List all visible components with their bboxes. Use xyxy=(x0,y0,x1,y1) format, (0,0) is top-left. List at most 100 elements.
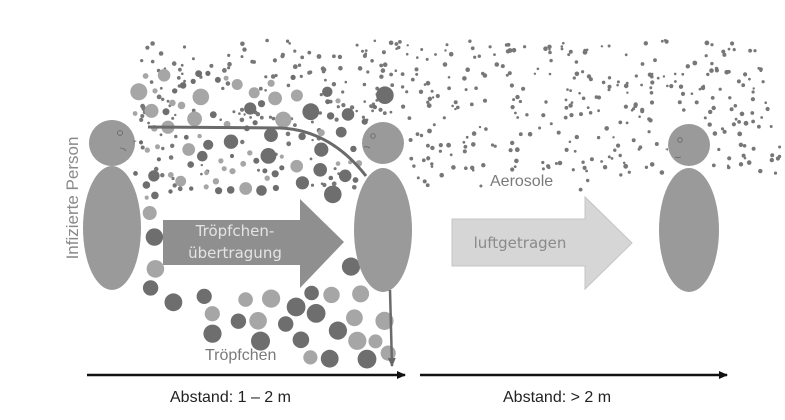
aerosol-dot xyxy=(602,165,608,170)
aerosols-label: Aerosole xyxy=(490,173,554,190)
aerosol-dot xyxy=(722,129,727,134)
droplet-dot xyxy=(240,160,247,167)
aerosol-dot xyxy=(191,108,196,113)
aerosol-dot xyxy=(464,88,468,92)
aerosol-dot xyxy=(430,145,435,151)
aerosol-dot xyxy=(633,102,638,107)
aerosol-dot xyxy=(140,59,144,63)
aerosol-dot xyxy=(405,52,409,56)
aerosol-dot xyxy=(761,80,765,84)
aerosol-dot xyxy=(582,49,588,55)
aerosol-dot xyxy=(730,41,735,46)
aerosol-dot xyxy=(758,168,763,174)
aerosol-dot xyxy=(445,43,449,47)
aerosol-dot xyxy=(706,72,710,77)
aerosol-dot xyxy=(364,52,368,56)
droplet-dot xyxy=(167,172,174,178)
aerosol-dot xyxy=(221,86,225,91)
aerosol-dot xyxy=(320,66,326,71)
aerosol-dot xyxy=(482,73,488,78)
aerosol-dot xyxy=(597,95,601,100)
aerosol-dot xyxy=(462,149,467,154)
droplet-dot xyxy=(361,118,368,125)
aerosol-cloud xyxy=(139,38,782,192)
aerosol-dot xyxy=(619,173,623,177)
aerosol-dot xyxy=(726,165,731,170)
aerosol-dot xyxy=(258,86,263,91)
aerosol-dot xyxy=(257,168,260,172)
aerosol-dot xyxy=(395,47,398,50)
droplet-dot xyxy=(197,133,202,139)
aerosol-dot xyxy=(770,153,775,158)
droplet-dot xyxy=(272,184,279,192)
droplet-dot xyxy=(130,83,148,101)
droplet-trajectory-line xyxy=(147,125,368,177)
aerosol-dot xyxy=(280,54,285,59)
aerosol-dot xyxy=(225,81,231,86)
aerosol-dot xyxy=(610,157,614,160)
aerosol-dot xyxy=(171,116,175,120)
aerosol-dot xyxy=(265,38,269,43)
aerosol-dot xyxy=(158,51,164,56)
aerosol-dot xyxy=(344,80,348,84)
aerosol-dot xyxy=(415,72,419,76)
aerosol-dot xyxy=(685,64,690,69)
aerosol-dot xyxy=(569,113,574,118)
aerosol-dot xyxy=(738,142,744,147)
aerosol-dot xyxy=(778,145,782,149)
droplet-dot xyxy=(256,185,267,196)
aerosol-dot xyxy=(177,186,183,192)
aerosol-dot xyxy=(600,45,604,48)
aerosol-dot xyxy=(743,120,749,126)
aerosol-dot xyxy=(673,72,677,76)
aerosol-dot xyxy=(426,143,430,148)
aerosol-dot xyxy=(400,72,405,76)
aerosol-dot xyxy=(447,76,451,79)
aerosol-dot xyxy=(371,109,374,113)
aerosol-dot xyxy=(753,49,757,53)
droplet-dot xyxy=(313,163,328,177)
aerosol-dot xyxy=(737,120,741,124)
aerosol-dot xyxy=(588,111,593,115)
aerosol-dot xyxy=(574,71,580,77)
droplet-dot xyxy=(148,170,160,182)
aerosol-dot xyxy=(182,45,187,49)
aerosol-dot xyxy=(512,98,516,102)
droplet-dot xyxy=(229,168,236,175)
aerosol-dot xyxy=(493,53,496,56)
aerosol-dot xyxy=(465,135,469,139)
aerosol-dot xyxy=(161,146,165,151)
aerosol-dot xyxy=(656,76,660,80)
droplet-dot xyxy=(179,82,187,89)
aerosol-dot xyxy=(536,67,540,71)
aerosol-dot xyxy=(741,153,746,158)
aerosol-dot xyxy=(570,101,574,104)
aerosol-dot xyxy=(394,42,399,46)
droplet-dot xyxy=(175,175,187,187)
aerosol-dot xyxy=(288,42,292,45)
aerosol-dot xyxy=(560,47,564,51)
aerosol-dot xyxy=(160,173,165,178)
aerosol-dot xyxy=(731,122,737,127)
droplet-dot xyxy=(262,289,281,308)
aerosol-dot xyxy=(375,86,380,91)
droplet-dot xyxy=(279,165,285,171)
droplet-dot xyxy=(372,105,377,110)
aerosol-dot xyxy=(581,160,585,164)
aerosol-dot xyxy=(760,116,764,119)
aerosol-dot xyxy=(448,51,454,57)
aerosol-dot xyxy=(316,54,322,59)
droplet-dot xyxy=(177,101,186,110)
droplet-dot xyxy=(335,161,341,166)
droplet-dot xyxy=(298,132,306,141)
aerosol-dot xyxy=(488,45,492,49)
aerosol-dot xyxy=(380,68,386,73)
aerosol-dot xyxy=(578,187,583,192)
aerosol-dot xyxy=(414,67,419,72)
droplet-dot xyxy=(303,350,318,365)
aerosol-dot xyxy=(515,94,520,100)
aerosol-dot xyxy=(405,90,409,94)
aerosol-dot xyxy=(702,84,705,88)
aerosol-dot xyxy=(447,86,451,91)
aerosol-dot xyxy=(622,161,626,165)
